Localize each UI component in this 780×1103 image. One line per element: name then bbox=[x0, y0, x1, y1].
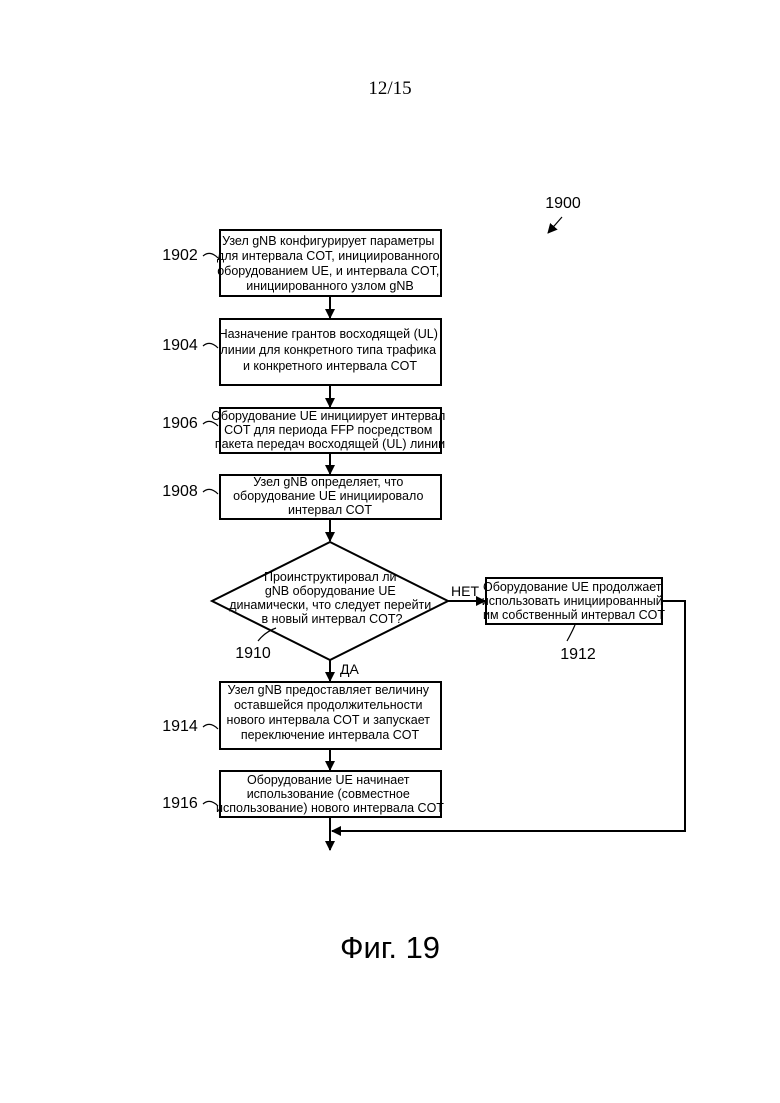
leader-1904 bbox=[203, 343, 218, 348]
step-1916-text: Оборудование UE начинает использование (… bbox=[216, 773, 444, 815]
ref-1914: 1914 bbox=[162, 718, 198, 735]
figure-caption: Фиг. 19 bbox=[0, 930, 780, 966]
step-1906-text: Оборудование UE инициирует интервал COT … bbox=[211, 409, 449, 451]
ref-1904: 1904 bbox=[162, 337, 198, 354]
diagram-ref-label: 1900 bbox=[545, 195, 581, 212]
step-1904-text: Назначение грантов восходящей (UL) линии… bbox=[219, 327, 442, 373]
ref-1908: 1908 bbox=[162, 483, 198, 500]
ref-1916: 1916 bbox=[162, 795, 198, 812]
step-1914-text: Узел gNB предоставляет величину оставшей… bbox=[227, 683, 434, 742]
leader-1908 bbox=[203, 489, 218, 494]
step-1902-text: Узел gNB конфигурирует параметры для инт… bbox=[217, 234, 443, 293]
leader-1914 bbox=[203, 724, 218, 729]
branch-no-label: НЕТ bbox=[451, 583, 479, 599]
ref-1910: 1910 bbox=[235, 645, 271, 662]
leader-1902 bbox=[203, 253, 218, 258]
ref-1906: 1906 bbox=[162, 415, 198, 432]
leader-1912 bbox=[567, 625, 575, 641]
ref-1902: 1902 bbox=[162, 247, 198, 264]
ref-1912: 1912 bbox=[560, 646, 596, 663]
diagram-ref-arrow bbox=[548, 217, 562, 233]
step-1912-text: Оборудование UE продолжает использовать … bbox=[482, 580, 667, 622]
branch-yes-label: ДА bbox=[340, 661, 359, 677]
